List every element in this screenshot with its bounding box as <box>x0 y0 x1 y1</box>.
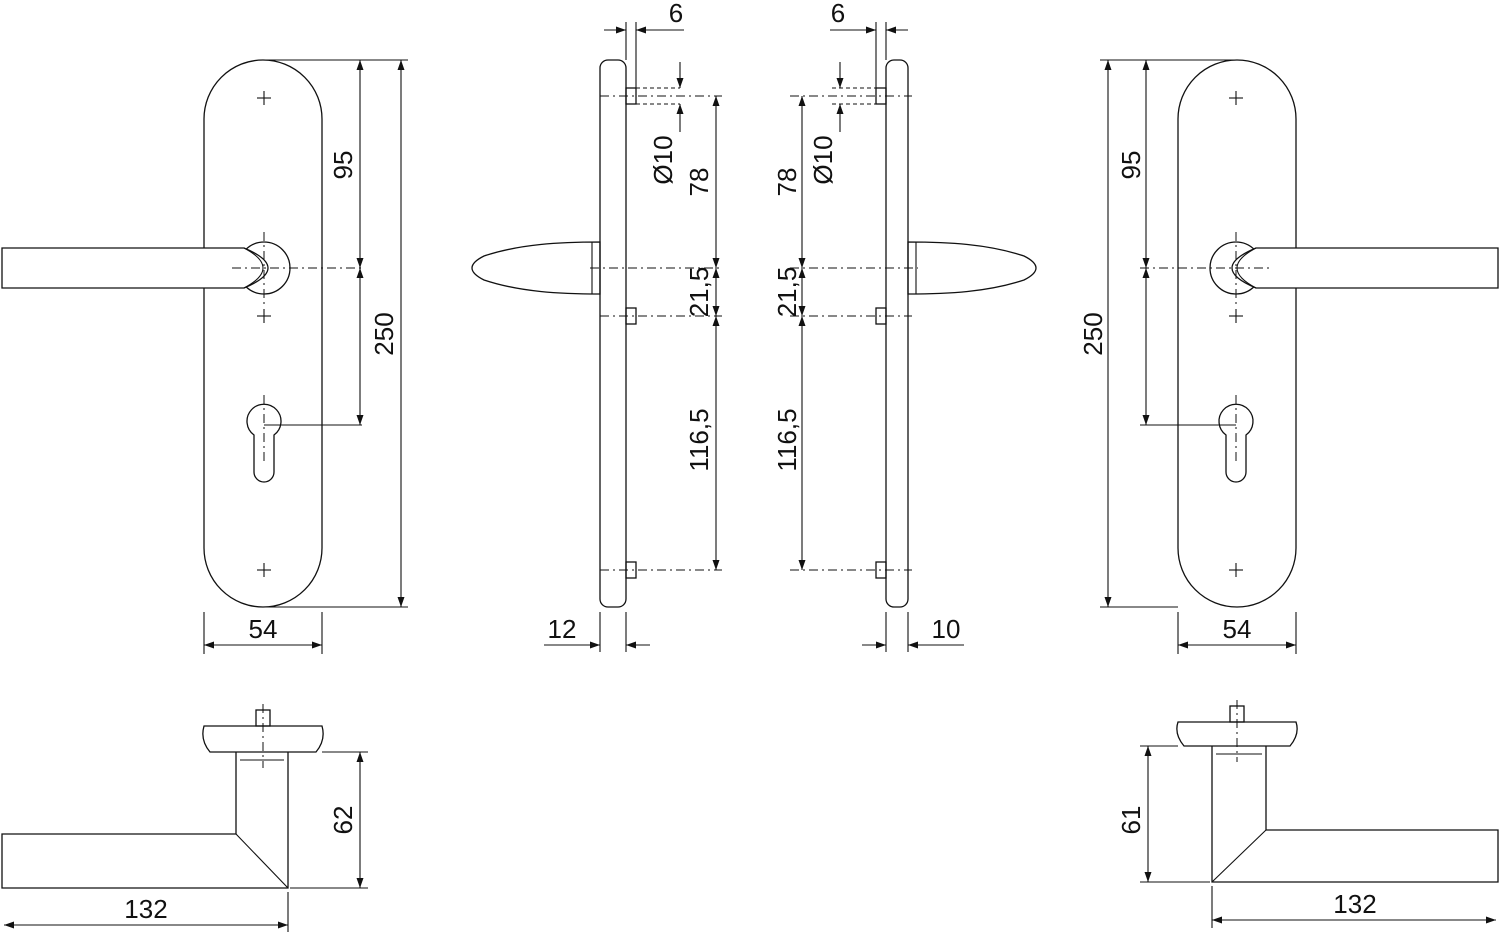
dim-d10-left: Ø10 <box>648 135 678 184</box>
dim-250-left: 250 <box>369 312 399 355</box>
dim-61: 61 <box>1116 806 1146 835</box>
left-top-rose <box>202 725 324 753</box>
right-lever <box>1231 247 1499 289</box>
right-side-plate <box>885 59 909 608</box>
dim-62: 62 <box>328 806 358 835</box>
dim-132-right: 132 <box>1333 889 1376 919</box>
dim-250-right: 250 <box>1078 312 1108 355</box>
left-side-lever <box>471 241 601 295</box>
right-top-rose <box>1176 721 1298 747</box>
screw-mark <box>257 309 271 323</box>
left-lever <box>1 247 269 289</box>
left-side-view: 6 Ø10 78 21,5 116,5 12 <box>471 0 722 652</box>
left-side-plate <box>599 59 627 608</box>
dim-21-5-right: 21,5 <box>772 267 802 318</box>
dim-54-left: 54 <box>249 614 278 644</box>
screw-mark <box>257 91 271 105</box>
dim-21-5-left: 21,5 <box>684 267 714 318</box>
dim-95-left: 95 <box>328 151 358 180</box>
right-side-view: 6 Ø10 78 21,5 116,5 10 <box>772 0 1037 652</box>
right-top-lever <box>1211 746 1499 883</box>
cylinder-hole <box>1218 403 1254 483</box>
dim-6-right: 6 <box>831 0 845 28</box>
dim-78-left: 78 <box>684 168 714 197</box>
right-top-view: 61 132 <box>1116 700 1499 928</box>
dim-d10-right: Ø10 <box>808 135 838 184</box>
dim-116-5-right: 116,5 <box>772 408 802 471</box>
left-backplate <box>203 59 323 608</box>
dim-6-left: 6 <box>669 0 683 28</box>
left-top-view: 62 132 <box>1 704 368 932</box>
dim-10: 10 <box>932 614 961 644</box>
left-top-lever <box>1 752 289 889</box>
dim-95-right: 95 <box>1116 151 1146 180</box>
right-front-view: 95 250 54 <box>1078 59 1499 654</box>
dim-78-right: 78 <box>772 168 802 197</box>
dim-116-5-left: 116,5 <box>684 408 714 471</box>
dim-54-right: 54 <box>1223 614 1252 644</box>
right-side-lever <box>907 241 1037 295</box>
dim-132-left: 132 <box>124 894 167 924</box>
left-front-view: 95 250 54 <box>1 59 408 654</box>
cylinder-hole <box>246 403 282 483</box>
dim-12: 12 <box>548 614 577 644</box>
right-backplate <box>1177 59 1297 608</box>
screw-mark <box>257 563 271 577</box>
